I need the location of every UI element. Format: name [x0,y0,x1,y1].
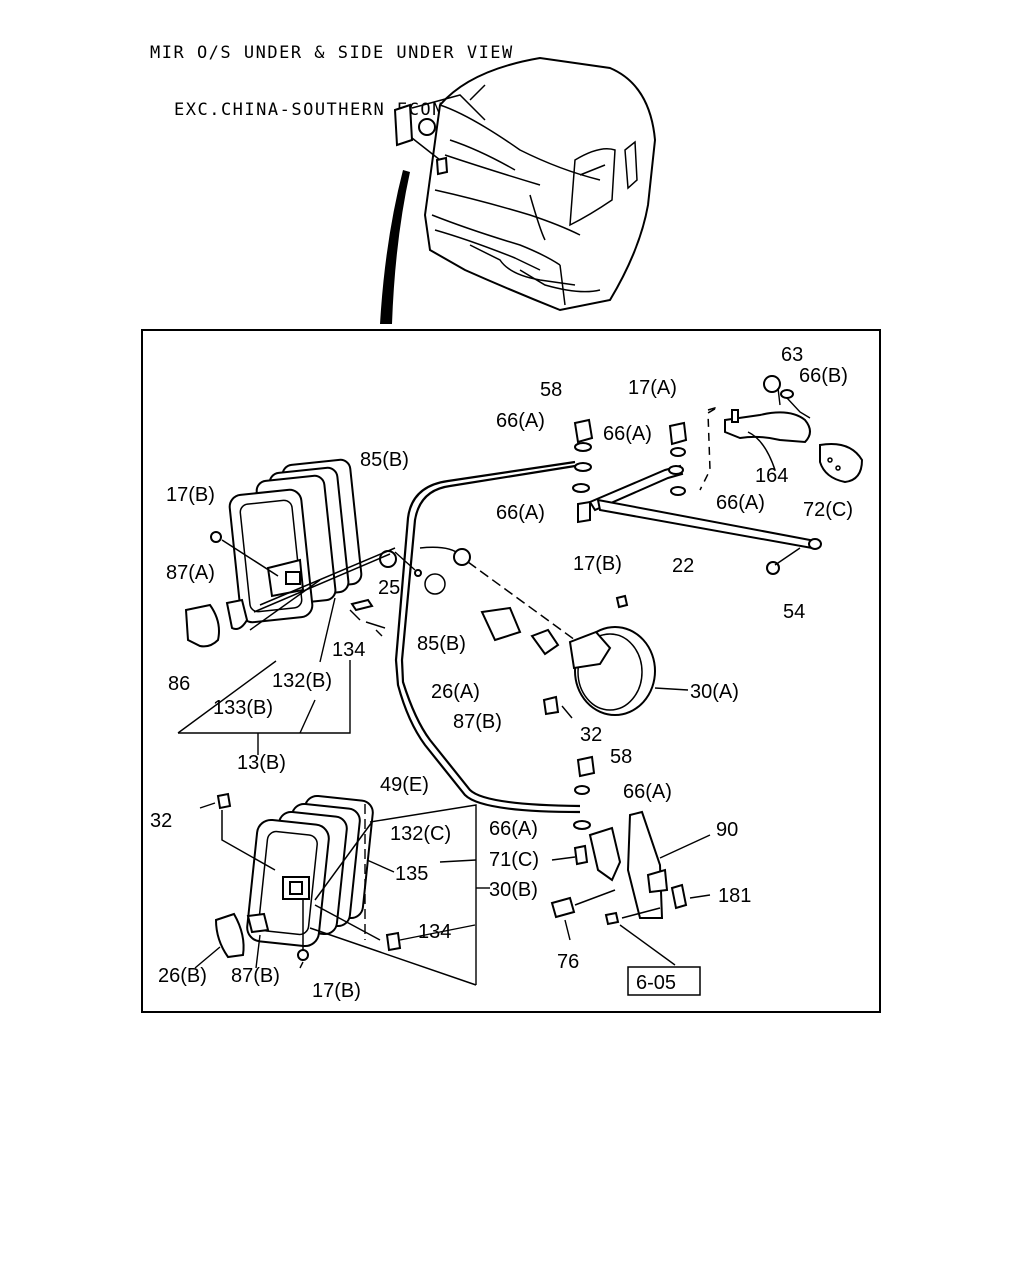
reference-page-box[interactable] [627,966,701,996]
truck-cab-illustration [393,56,657,312]
callout-76: 76 [557,951,579,973]
callout-181: 181 [718,885,751,907]
callout-32-upper: 32 [580,724,602,746]
callout-17b-lower: 17(B) [312,980,361,1002]
horn-assembly [480,594,689,719]
callout-49e: 49(E) [380,774,429,796]
nuts-washers-top [572,418,688,496]
stay-rod [577,464,822,575]
callout-22: 22 [672,555,694,577]
callout-66a-4: 66(A) [716,492,765,514]
callout-17b-upper: 17(B) [166,484,215,506]
callout-87a: 87(A) [166,562,215,584]
callout-labels: 63 66(B) 58 17(A) 66(A) 66(A) 164 85(B) … [150,344,853,1002]
callout-133b: 133(B) [213,697,273,719]
callout-25: 25 [378,577,400,599]
callout-66a-3: 66(A) [496,502,545,524]
callout-87b-lower: 87(B) [231,965,280,987]
upper-mirror-bracket [724,375,864,484]
callout-66a-2: 66(A) [603,423,652,445]
reference-page-label[interactable]: 6-05 [636,972,676,994]
callout-90: 90 [716,819,738,841]
callout-85b-mid: 85(B) [417,633,466,655]
callout-66a-6: 66(A) [489,818,538,840]
callout-26b: 26(B) [158,965,207,987]
callout-85b-top: 85(B) [360,449,409,471]
callout-164: 164 [755,465,788,487]
callout-132b: 132(B) [272,670,332,692]
callout-71c: 71(C) [489,849,539,871]
callout-26a: 26(A) [431,681,480,703]
callout-54: 54 [783,601,805,623]
callout-30b: 30(B) [489,879,538,901]
callout-135: 135 [395,863,428,885]
callout-86: 86 [168,673,190,695]
detail-pointer [380,170,410,324]
callout-58-mid: 58 [610,746,632,768]
callout-66b: 66(B) [799,365,848,387]
callout-72c: 72(C) [803,499,853,521]
title-line-1: MIR O/S UNDER & SIDE UNDER VIEW [150,43,514,63]
callout-30a: 30(A) [690,681,739,703]
callout-58-top: 58 [540,379,562,401]
callout-13b: 13(B) [237,752,286,774]
callout-66a-1: 66(A) [496,410,545,432]
callout-134-lower: 134 [418,921,451,943]
upper-mirror-assembly [184,458,397,648]
lower-mounting-bracket [550,810,711,966]
callout-87b-upper: 87(B) [453,711,502,733]
callout-32-lower: 32 [150,810,172,832]
callout-17b-horn: 17(B) [573,553,622,575]
callout-132c: 132(C) [390,823,451,845]
lower-mirror-assembly [199,792,477,986]
callout-134-upper: 134 [332,639,365,661]
callout-17a: 17(A) [628,377,677,399]
callout-66a-5: 66(A) [623,781,672,803]
callout-63: 63 [781,344,803,366]
detail-frame [141,329,881,1013]
